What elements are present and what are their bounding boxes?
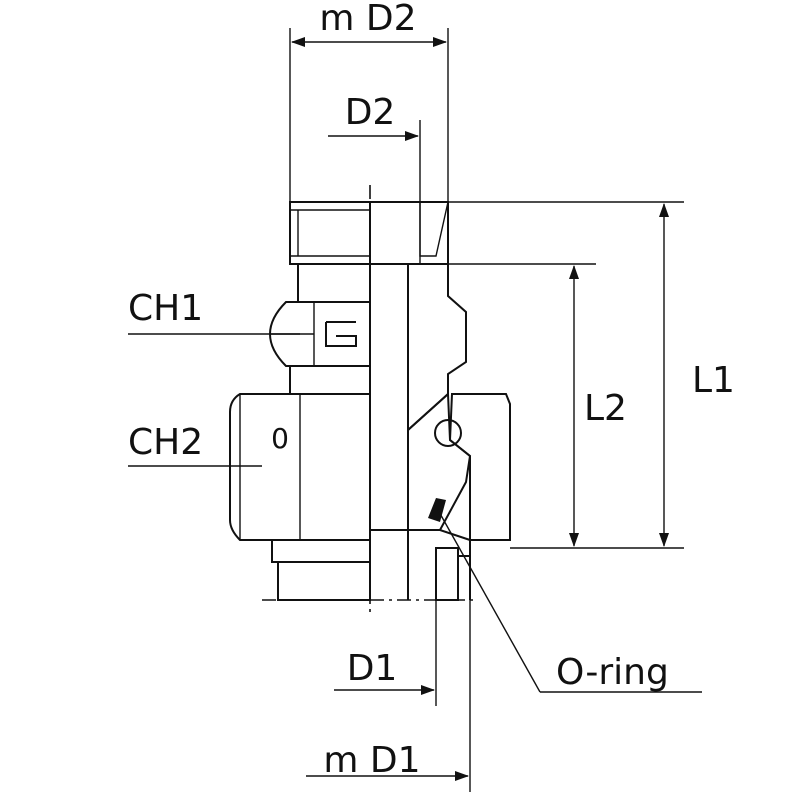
exterior-view: 0 xyxy=(229,201,371,601)
dim-d2: D2 xyxy=(328,92,421,202)
nut-section xyxy=(448,393,511,541)
ch-leaders: CH1 CH2 xyxy=(128,288,300,467)
label-o-ring: O-ring xyxy=(556,652,669,693)
ch1-hex xyxy=(268,301,371,367)
tube-end xyxy=(277,561,371,601)
section-view xyxy=(370,201,511,601)
label-d2: D2 xyxy=(345,92,396,133)
top-thread xyxy=(289,201,371,265)
body xyxy=(289,365,371,395)
label-l1: L1 xyxy=(692,360,735,401)
nut-mark: 0 xyxy=(271,422,289,455)
label-m-d2: m D2 xyxy=(319,0,416,39)
groove-mark xyxy=(325,321,357,347)
label-ch2: CH2 xyxy=(128,422,203,463)
dim-m-d2: m D2 xyxy=(289,0,449,202)
neck xyxy=(297,263,371,303)
label-d1: D1 xyxy=(347,648,398,689)
label-ch1: CH1 xyxy=(128,288,203,329)
dim-l1: L1 xyxy=(448,201,735,549)
label-m-d1: m D1 xyxy=(323,740,420,781)
o-ring-leader: O-ring xyxy=(437,509,702,693)
dim-m-d1: m D1 xyxy=(306,600,471,792)
o-ring-circle xyxy=(434,419,462,447)
dim-l2: L2 xyxy=(448,263,627,547)
dim-d1: D1 xyxy=(334,600,437,706)
tube-wall xyxy=(435,547,459,601)
tube-stub xyxy=(271,539,371,563)
label-l2: L2 xyxy=(584,388,627,429)
